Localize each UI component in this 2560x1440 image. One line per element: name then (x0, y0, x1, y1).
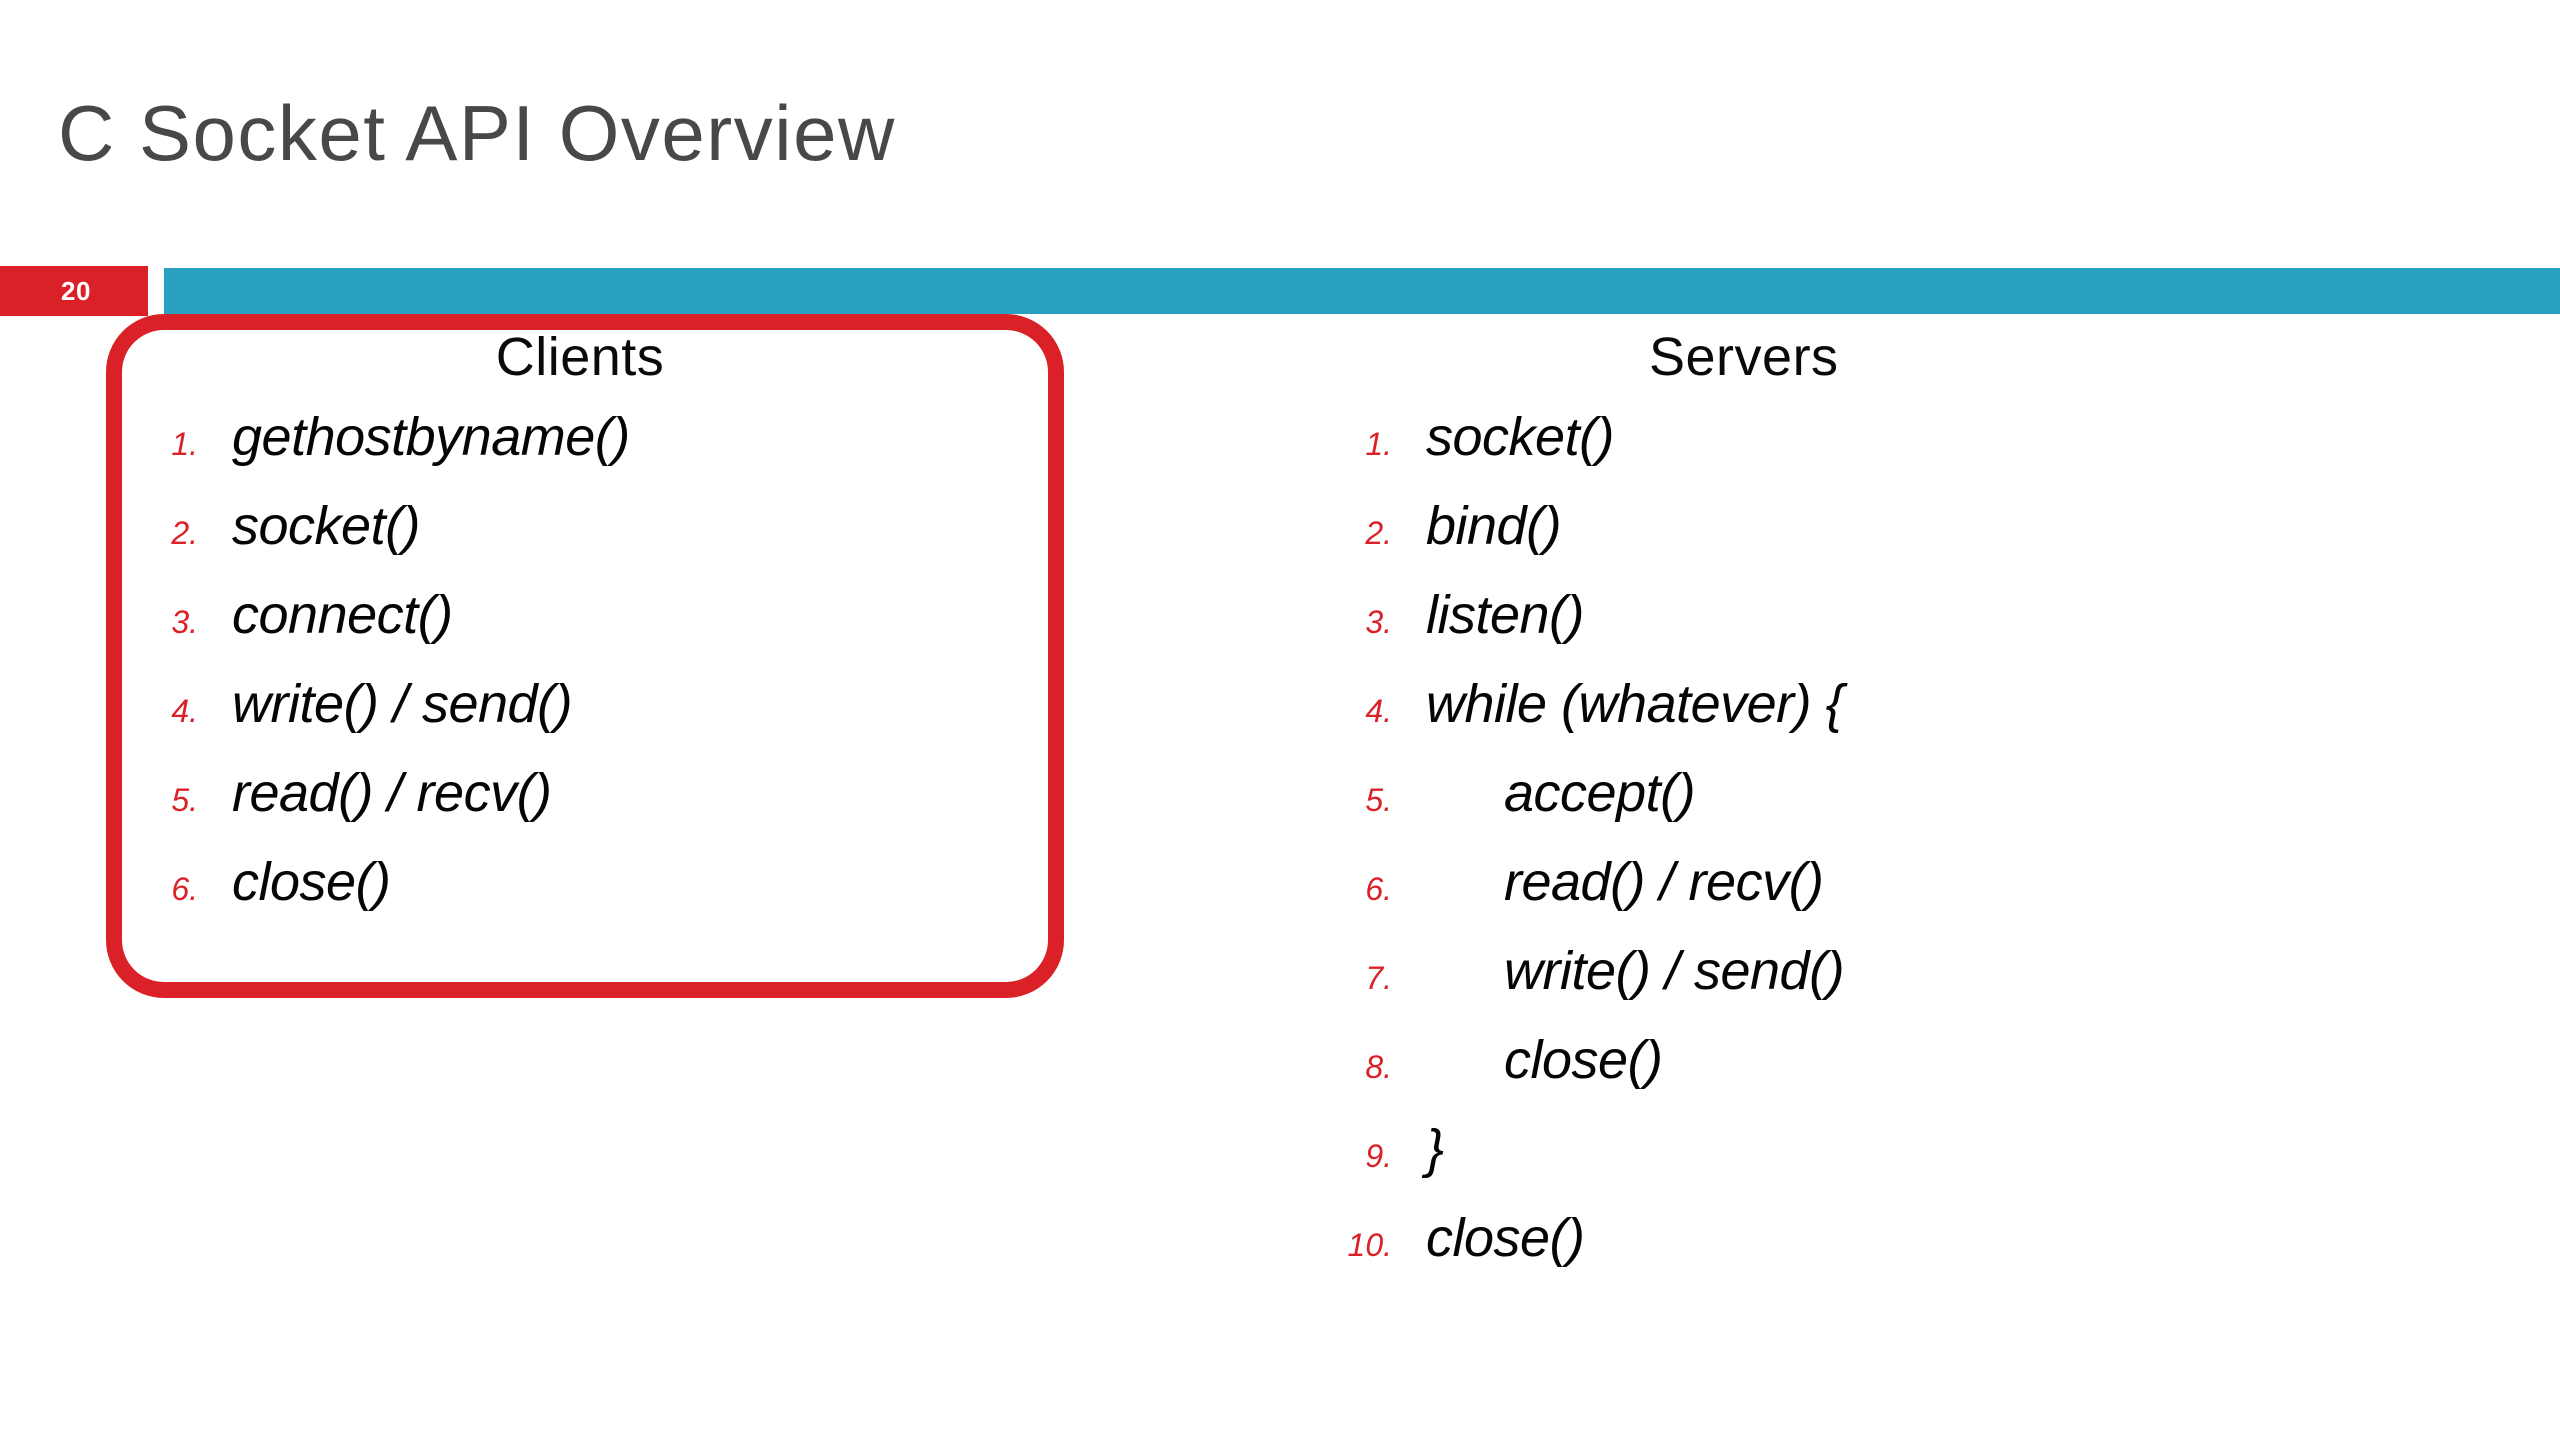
list-item-number: 10. (1347, 1227, 1392, 1263)
list-item-label: listen() (1426, 585, 1585, 645)
slide-number-badge: 20 (0, 266, 148, 316)
list-item-number: 1. (1365, 426, 1392, 462)
list-item-number: 5. (171, 782, 198, 818)
list-item-label: close() (1426, 1208, 1585, 1268)
list-item: 6. read() / recv() (1300, 855, 2400, 944)
list-item-number: 3. (1365, 604, 1392, 640)
list-item-number: 4. (171, 693, 198, 729)
list-item: 4. write() / send() (106, 677, 1064, 766)
list-item-number: 6. (1365, 871, 1392, 907)
list-item: 8. close() (1300, 1033, 2400, 1122)
list-item: 5. accept() (1300, 766, 2400, 855)
list-item-number: 7. (1365, 960, 1392, 996)
list-item-number: 2. (171, 515, 198, 551)
list-item-label: accept() (1504, 763, 1696, 823)
list-item: 5. read() / recv() (106, 766, 1064, 855)
list-item: 2. bind() (1300, 499, 2400, 588)
list-item: 1. gethostbyname() (106, 410, 1064, 499)
list-item-number: 2. (1365, 515, 1392, 551)
list-item: 2. socket() (106, 499, 1064, 588)
slide-number-label: 20 (61, 276, 91, 306)
list-item-number: 5. (1365, 782, 1392, 818)
list-item-label: close() (232, 852, 391, 912)
list-item-label: close() (1504, 1030, 1663, 1090)
list-item: 3. connect() (106, 588, 1064, 677)
list-item-number: 3. (171, 604, 198, 640)
servers-api-list: 1. socket() 2. bind() 3. listen() 4. whi… (1300, 410, 2400, 1300)
list-item-label: } (1426, 1119, 1444, 1179)
list-item-number: 1. (171, 426, 198, 462)
list-item-number: 9. (1365, 1138, 1392, 1174)
list-item-number: 6. (171, 871, 198, 907)
list-item-label: gethostbyname() (232, 407, 630, 467)
list-item: 7. write() / send() (1300, 944, 2400, 1033)
list-item-number: 8. (1365, 1049, 1392, 1085)
list-item-label: read() / recv() (232, 763, 552, 823)
list-item: 6. close() (106, 855, 1064, 944)
list-item-label: socket() (1426, 407, 1615, 467)
clients-heading: Clients (495, 327, 665, 387)
list-item: 9. } (1300, 1122, 2400, 1211)
list-item-label: socket() (232, 496, 421, 556)
servers-column: Servers 1. socket() 2. bind() 3. listen(… (1300, 330, 2400, 1300)
clients-api-list: 1. gethostbyname() 2. socket() 3. connec… (106, 410, 1064, 944)
page-title: C Socket API Overview (58, 89, 896, 177)
list-item: 3. listen() (1300, 588, 2400, 677)
clients-highlight-box (106, 314, 1064, 998)
list-item-label: bind() (1426, 496, 1562, 556)
clients-column: Clients 1. gethostbyname() 2. socket() 3… (106, 330, 1064, 944)
list-item: 1. socket() (1300, 410, 2400, 499)
list-item-label: write() / send() (1504, 941, 1845, 1001)
list-item-label: write() / send() (232, 674, 573, 734)
header-accent-bar (164, 268, 2560, 314)
list-item: 10. close() (1300, 1211, 2400, 1300)
list-item-label: while (whatever) { (1426, 674, 1844, 734)
list-item-label: connect() (232, 585, 453, 645)
list-item: 4. while (whatever) { (1300, 677, 2400, 766)
list-item-number: 4. (1365, 693, 1392, 729)
servers-heading: Servers (1649, 327, 1839, 387)
list-item-label: read() / recv() (1504, 852, 1824, 912)
